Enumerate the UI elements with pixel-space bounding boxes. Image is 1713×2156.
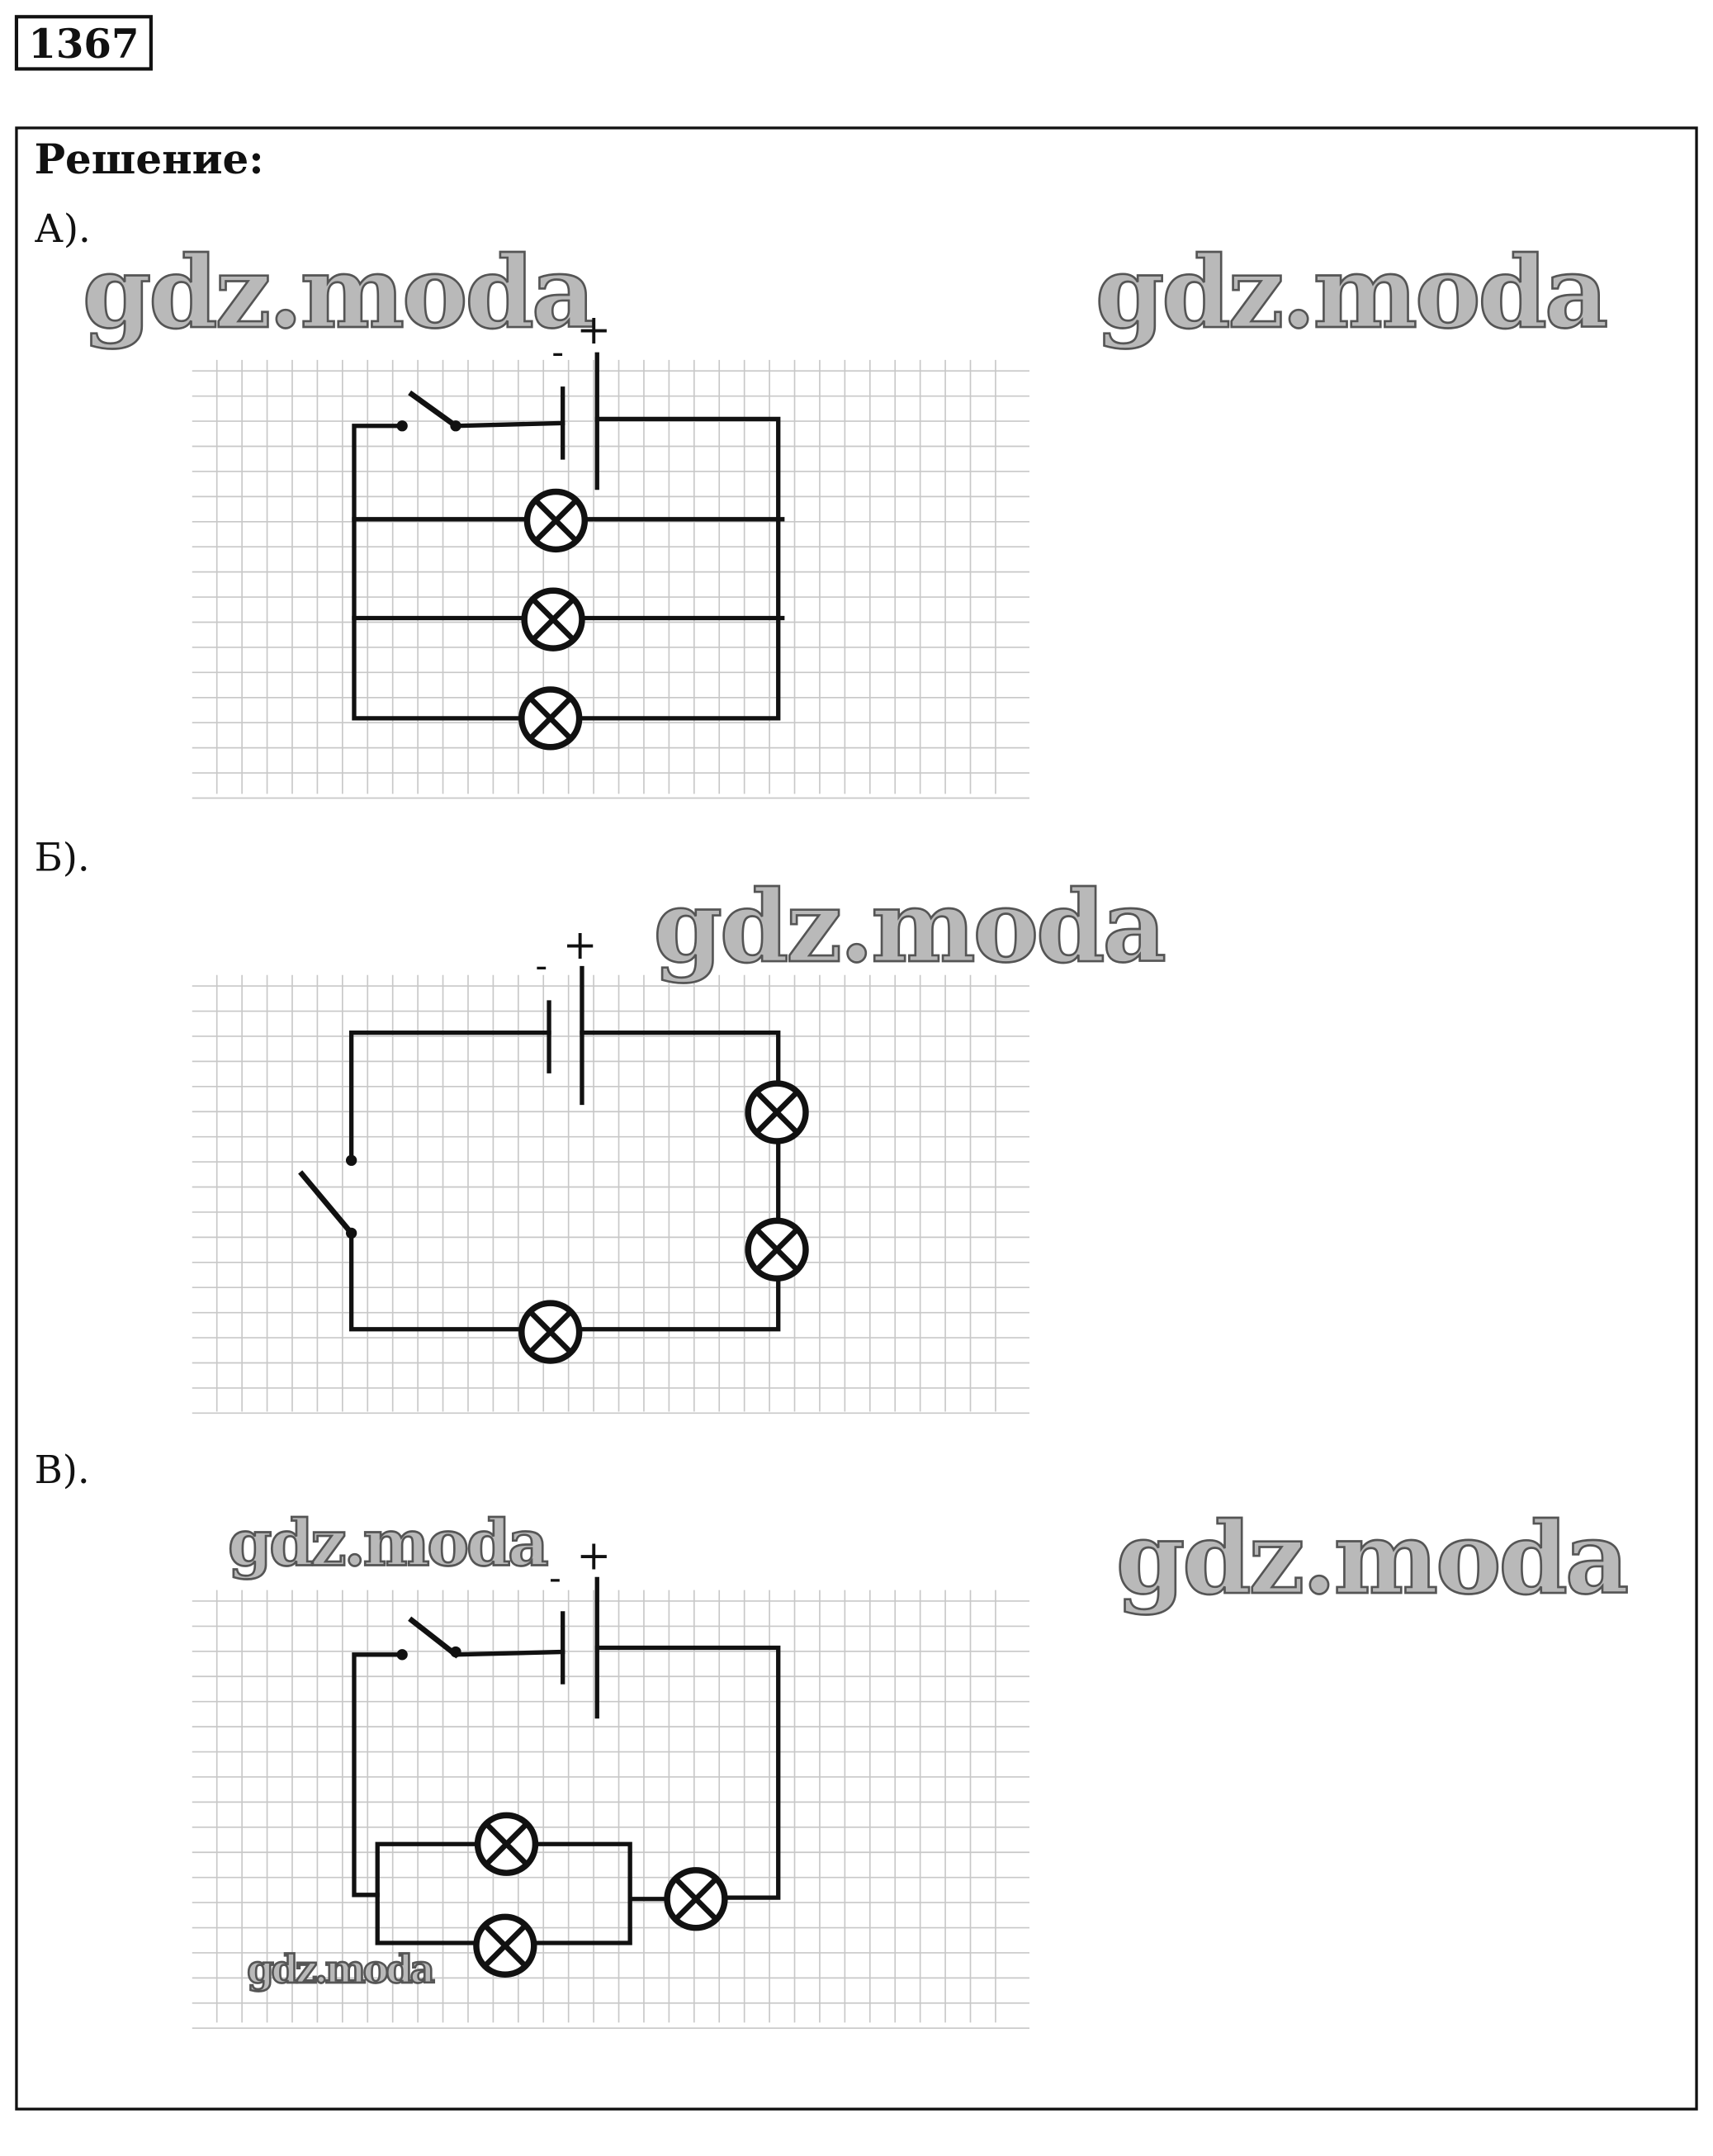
lamp-icon (664, 1867, 728, 1931)
watermark: gdz.moda (1116, 1501, 1627, 1617)
grid-paper-b (192, 974, 1029, 1414)
battery-plus-sign: + (576, 1532, 611, 1580)
battery-minus-sign: - (549, 1558, 561, 1599)
circuit-c: - + (352, 1532, 781, 1978)
switch-icon (396, 390, 461, 432)
grid-paper-a (192, 359, 1029, 799)
problem-number: 1367 (28, 21, 139, 68)
switch-icon (298, 1154, 357, 1239)
circuit-b: - + (298, 921, 809, 1364)
watermark: gdz.moda (228, 1507, 547, 1581)
switch-icon (396, 1616, 461, 1661)
lamp-icon (518, 686, 583, 751)
battery-minus-sign: - (551, 332, 564, 373)
lamp-icon (474, 1812, 539, 1876)
battery-plus-sign: + (563, 921, 598, 969)
battery-icon: - + (551, 306, 611, 490)
lamp-icon (473, 1913, 537, 1978)
watermark: gdz.moda (653, 870, 1164, 985)
battery-plus-sign: + (576, 306, 611, 353)
battery-icon: - + (549, 1532, 611, 1719)
watermark: gdz.moda (247, 1946, 434, 1992)
watermark: gdz.moda (1095, 235, 1607, 351)
lamp-icon (521, 587, 585, 652)
part-c-label: В). (35, 1448, 90, 1492)
solution-frame (15, 126, 1698, 2111)
lamp-icon (518, 1300, 583, 1364)
battery-minus-sign: - (535, 945, 547, 987)
lamp-icon (745, 1217, 809, 1282)
circuit-a: - + (352, 306, 785, 751)
grid-paper-c (192, 1590, 1029, 2030)
battery-icon: - + (535, 921, 598, 1106)
lamp-icon (523, 488, 589, 553)
problem-number-box (14, 15, 153, 71)
part-b-label: Б). (35, 835, 90, 879)
lamp-icon (745, 1080, 809, 1144)
solution-heading: Решение: (35, 135, 264, 183)
watermark: gdz.moda (83, 235, 594, 351)
part-a-label: А). (35, 206, 91, 251)
